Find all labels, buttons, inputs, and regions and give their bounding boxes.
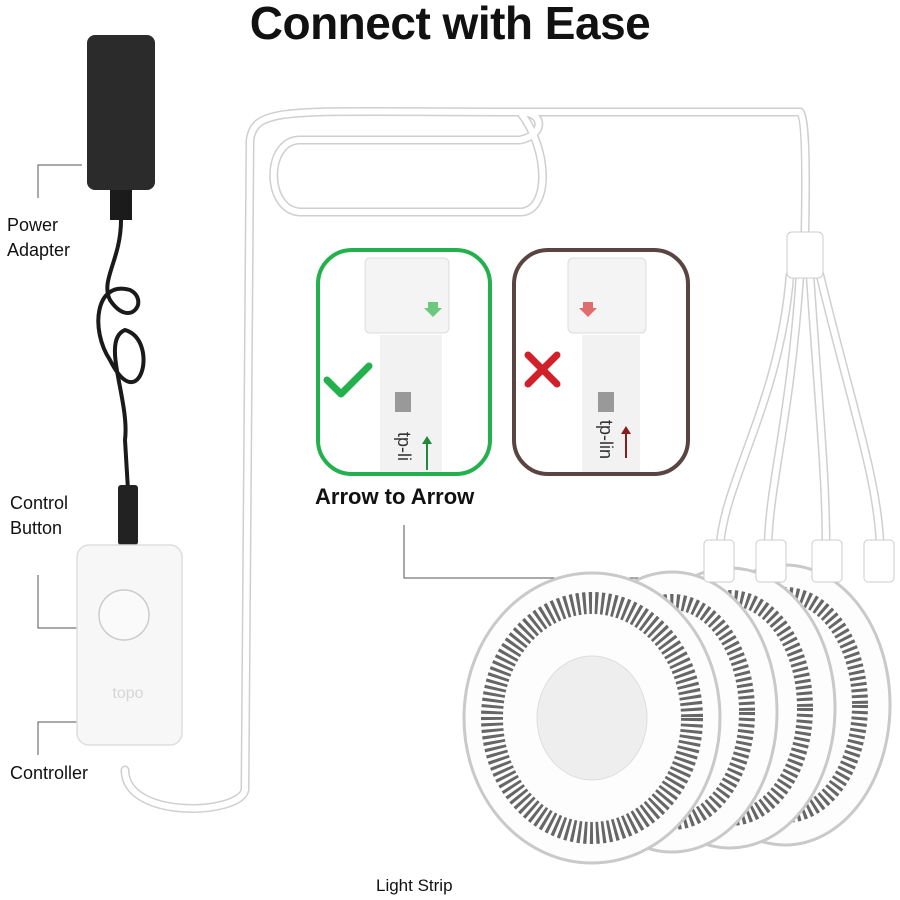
label-line: Adapter bbox=[7, 240, 71, 260]
cable bbox=[122, 108, 883, 812]
label-line: Power bbox=[7, 215, 59, 235]
label-power-adapter: Power Adapter bbox=[7, 213, 70, 263]
x-icon bbox=[524, 351, 561, 388]
label-line: Control bbox=[10, 493, 69, 513]
label-light-strip: Light Strip bbox=[376, 876, 453, 895]
svg-text:tp-li: tp-li bbox=[394, 432, 414, 461]
panel-correct: tp-li bbox=[316, 248, 492, 476]
panel-incorrect: tp-lin bbox=[512, 248, 690, 476]
control-button bbox=[98, 589, 150, 641]
adapter-cord bbox=[96, 219, 146, 491]
label-controller: Controller bbox=[10, 763, 89, 783]
svg-text:topo: topo bbox=[112, 685, 143, 702]
light-strip-reels bbox=[462, 563, 892, 865]
label-arrow-to-arrow: Arrow to Arrow bbox=[315, 484, 475, 509]
label-control-button: Control Button bbox=[10, 491, 68, 541]
page-title: Connect with Ease bbox=[249, 0, 651, 49]
strip-connectors bbox=[703, 539, 895, 583]
check-icon bbox=[323, 362, 373, 398]
svg-text:tp-lin: tp-lin bbox=[596, 420, 616, 459]
splitter-connector bbox=[786, 231, 824, 279]
label-line: Button bbox=[10, 518, 63, 538]
controller bbox=[76, 544, 183, 746]
power-adapter bbox=[87, 35, 155, 190]
